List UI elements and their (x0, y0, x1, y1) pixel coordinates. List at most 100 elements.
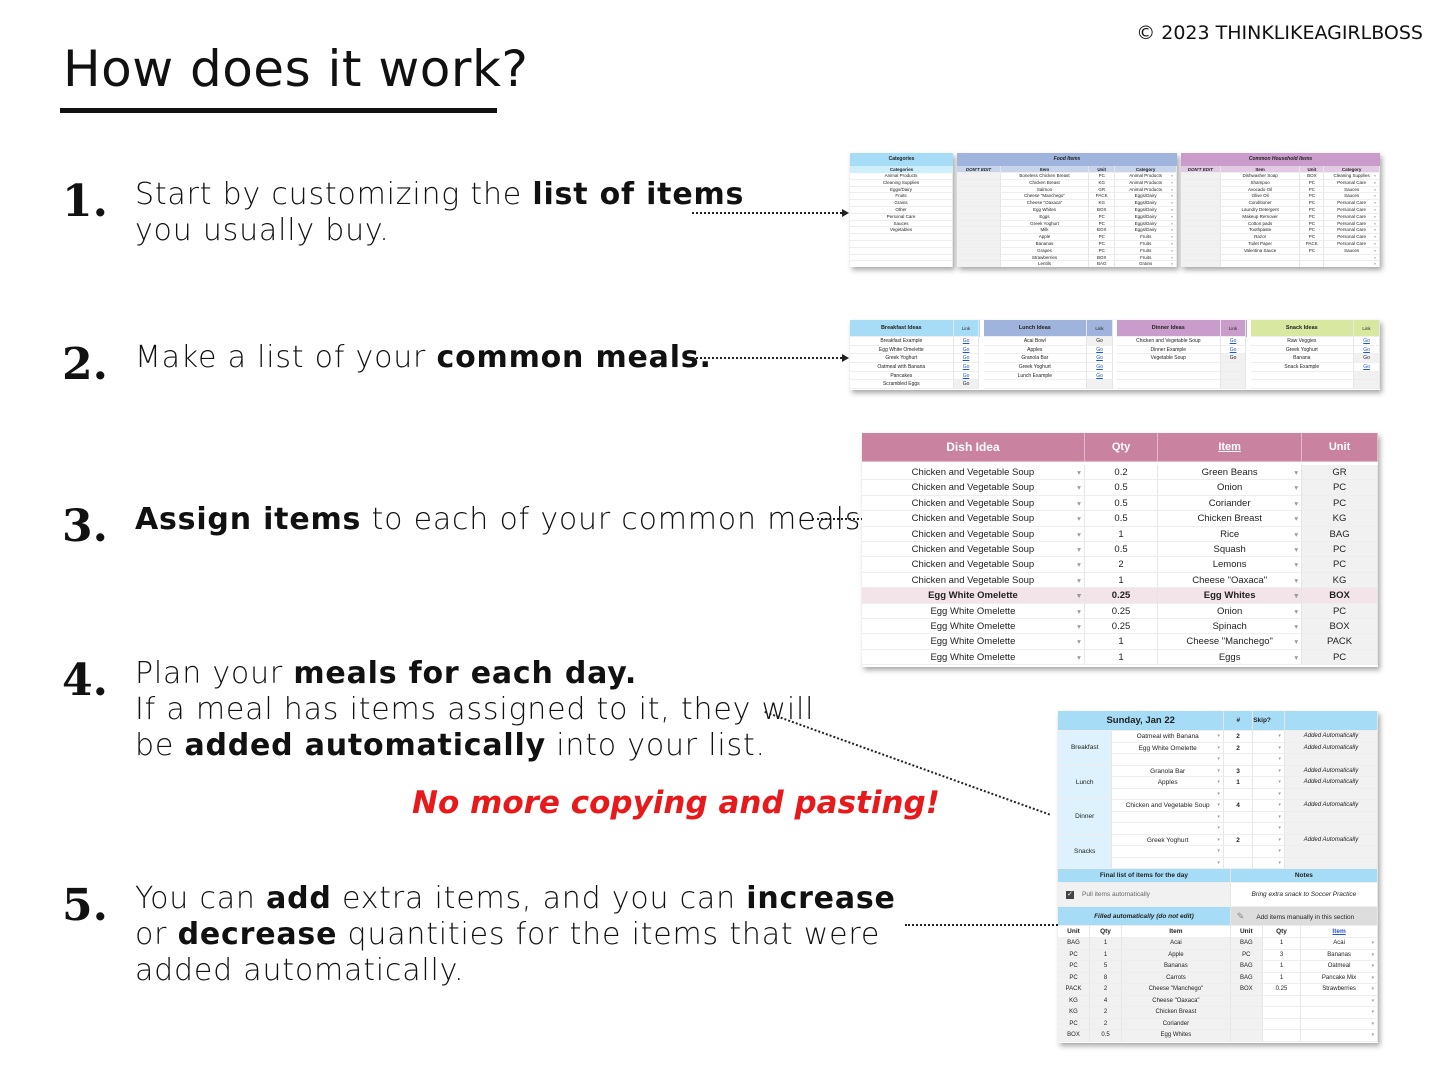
servings-input[interactable] (1223, 823, 1254, 835)
go-link[interactable]: Go (1087, 337, 1113, 346)
item-dropdown[interactable]: Lemons (1158, 557, 1303, 573)
dish-dropdown[interactable]: Egg White Omelette (862, 634, 1085, 650)
servings-input[interactable]: 1 (1223, 777, 1254, 789)
dish-dropdown[interactable]: Chicken and Vegetable Soup (862, 526, 1085, 542)
go-link[interactable]: Go (1087, 371, 1113, 381)
go-link[interactable]: Go (1220, 354, 1247, 364)
skip-dropdown[interactable] (1253, 834, 1285, 846)
skip-dropdown[interactable] (1253, 754, 1285, 766)
meal-dropdown[interactable]: Granola Bar (1112, 765, 1224, 777)
go-link[interactable]: Go (953, 380, 980, 390)
servings-input[interactable]: 2 (1223, 742, 1254, 754)
item-dropdown[interactable]: Onion (1158, 603, 1303, 619)
meal-dropdown[interactable]: Chicken and Vegetable Soup (1112, 800, 1224, 812)
manual-qty[interactable]: 0.25 (1262, 984, 1302, 996)
meal-dropdown[interactable]: Greek Yoghurt (1112, 834, 1224, 846)
item-dropdown[interactable]: Coriander (1158, 495, 1303, 512)
item-dropdown[interactable]: Cheese "Manchego" (1158, 634, 1303, 650)
go-link[interactable]: Go (1087, 363, 1113, 372)
servings-input[interactable]: 2 (1223, 834, 1254, 846)
manual-qty[interactable]: 3 (1262, 949, 1302, 961)
dish-dropdown[interactable]: Chicken and Vegetable Soup (862, 495, 1085, 512)
dish-dropdown[interactable]: Chicken and Vegetable Soup (862, 465, 1085, 481)
qty-input[interactable]: 1 (1084, 526, 1159, 542)
qty-input[interactable]: 0.25 (1084, 603, 1159, 619)
qty-input[interactable]: 0.5 (1084, 480, 1159, 496)
go-link[interactable]: Go (953, 363, 980, 372)
qty-input[interactable]: 2 (1084, 557, 1159, 573)
qty-input[interactable]: 0.5 (1084, 511, 1159, 527)
go-link[interactable]: Go (1087, 354, 1113, 364)
skip-dropdown[interactable] (1253, 788, 1285, 800)
skip-dropdown[interactable] (1253, 731, 1285, 743)
skip-dropdown[interactable] (1253, 811, 1285, 823)
item-dropdown[interactable]: Rice (1158, 526, 1303, 542)
go-link[interactable]: Go (1220, 337, 1247, 346)
meal-dropdown[interactable]: Egg White Omelette (1112, 742, 1224, 754)
qty-input[interactable]: 0.2 (1084, 465, 1159, 481)
skip-dropdown[interactable] (1253, 777, 1285, 789)
manual-qty[interactable]: 1 (1262, 938, 1302, 950)
dish-dropdown[interactable]: Egg White Omelette (862, 588, 1085, 604)
servings-input[interactable] (1223, 857, 1254, 869)
item-dropdown[interactable]: Onion (1158, 480, 1303, 496)
dish-dropdown[interactable]: Chicken and Vegetable Soup (862, 480, 1085, 496)
meal-dropdown[interactable] (1112, 811, 1224, 823)
manual-qty[interactable] (1262, 995, 1302, 1007)
manual-item-dropdown[interactable]: Strawberries (1301, 984, 1378, 996)
item-dropdown[interactable]: Spinach (1158, 618, 1303, 635)
go-link[interactable]: Go (1354, 337, 1380, 346)
go-link[interactable]: Go (1087, 345, 1113, 355)
manual-item-dropdown[interactable] (1301, 995, 1378, 1007)
dish-dropdown[interactable]: Egg White Omelette (862, 603, 1085, 619)
manual-qty[interactable] (1262, 1007, 1302, 1019)
skip-dropdown[interactable] (1253, 800, 1285, 812)
go-link[interactable]: Go (1354, 363, 1380, 372)
dish-dropdown[interactable]: Chicken and Vegetable Soup (862, 511, 1085, 527)
item-dropdown[interactable]: Chicken Breast (1158, 511, 1303, 527)
dish-dropdown[interactable]: Chicken and Vegetable Soup (862, 541, 1085, 558)
pull-checkbox[interactable]: ✓ (1066, 891, 1074, 899)
manual-item-dropdown[interactable] (1301, 1007, 1378, 1019)
item-dropdown[interactable]: Eggs (1158, 649, 1303, 666)
manual-qty[interactable]: 1 (1262, 961, 1302, 973)
item-dropdown[interactable]: Squash (1158, 541, 1303, 558)
qty-input[interactable]: 0.25 (1084, 618, 1159, 635)
meal-dropdown[interactable]: Oatmeal with Banana (1112, 731, 1224, 743)
dish-dropdown[interactable]: Chicken and Vegetable Soup (862, 572, 1085, 589)
go-link[interactable]: Go (953, 345, 980, 355)
meal-dropdown[interactable] (1112, 788, 1224, 800)
servings-input[interactable] (1223, 754, 1254, 766)
meal-dropdown[interactable]: Apples (1112, 777, 1224, 789)
dish-dropdown[interactable]: Egg White Omelette (862, 649, 1085, 666)
dish-dropdown[interactable]: Chicken and Vegetable Soup (862, 557, 1085, 573)
skip-dropdown[interactable] (1253, 742, 1285, 754)
go-link[interactable]: Go (953, 354, 980, 364)
qty-input[interactable]: 1 (1084, 572, 1159, 589)
go-link[interactable]: Go (953, 371, 980, 381)
manual-qty[interactable]: 1 (1262, 972, 1302, 984)
manual-item-dropdown[interactable] (1301, 1030, 1378, 1042)
meal-dropdown[interactable] (1112, 857, 1224, 869)
servings-input[interactable]: 4 (1223, 800, 1254, 812)
qty-input[interactable]: 0.5 (1084, 541, 1159, 558)
servings-input[interactable] (1223, 811, 1254, 823)
servings-input[interactable]: 3 (1223, 765, 1254, 777)
go-link[interactable]: Go (953, 337, 980, 346)
item-dropdown[interactable]: Egg Whites (1158, 588, 1303, 604)
dish-dropdown[interactable]: Egg White Omelette (862, 618, 1085, 635)
item-dropdown[interactable]: Cheese "Oaxaca" (1158, 572, 1303, 589)
skip-dropdown[interactable] (1253, 857, 1285, 869)
go-link[interactable]: Go (1220, 345, 1247, 355)
servings-input[interactable]: 2 (1223, 731, 1254, 743)
skip-dropdown[interactable] (1253, 765, 1285, 777)
manual-qty[interactable] (1262, 1030, 1302, 1042)
meal-dropdown[interactable] (1112, 846, 1224, 858)
go-link[interactable]: Go (1354, 345, 1380, 355)
skip-dropdown[interactable] (1253, 846, 1285, 858)
manual-item-dropdown[interactable]: Oatmeal (1301, 961, 1378, 973)
item-dropdown[interactable]: Green Beans (1158, 465, 1303, 481)
manual-qty[interactable] (1262, 1018, 1302, 1030)
skip-dropdown[interactable] (1253, 823, 1285, 835)
servings-input[interactable] (1223, 846, 1254, 858)
